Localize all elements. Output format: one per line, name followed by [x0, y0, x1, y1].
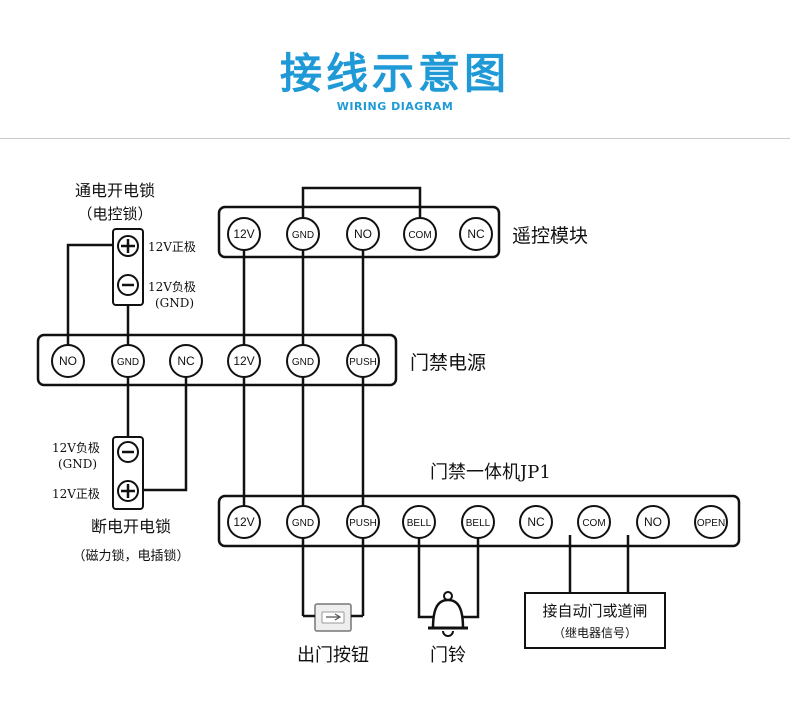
- auto-door-label: 接自动门或道闸: [542, 602, 647, 620]
- jp1-terminal-no: NO: [636, 505, 670, 539]
- top-lock-title: 通电开电锁: [75, 181, 155, 200]
- svg-text:NO: NO: [354, 227, 372, 241]
- jp1-terminal-nc: NC: [519, 505, 553, 539]
- wire-exit-button: [301, 535, 365, 616]
- top-lock-pos-label: 12V正极: [148, 240, 196, 254]
- jp1-label: 门禁一体机JP1: [430, 462, 551, 483]
- remote-terminal-nc: NC: [459, 217, 493, 251]
- wire-auto-door: [568, 535, 630, 593]
- auto-door-sublabel: （继电器信号）: [553, 626, 637, 640]
- jp1-terminal-push: PUSH: [346, 505, 380, 539]
- svg-text:PUSH: PUSH: [349, 518, 377, 529]
- top-lock-plus-icon: [117, 235, 139, 257]
- bottom-lock-plus-icon: [117, 480, 139, 502]
- svg-text:GND: GND: [292, 518, 314, 529]
- top-lock-neg-label: 12V负极: [148, 280, 196, 294]
- bell-icon: [428, 591, 468, 637]
- power-terminal-no: NO: [51, 344, 85, 378]
- wire-top-lock-plus: [66, 243, 113, 349]
- remote-terminal-12v: 12V: [227, 217, 261, 251]
- exit-button-label: 出门按钮: [297, 645, 369, 666]
- jp1-terminal-com: COM: [577, 505, 611, 539]
- svg-text:COM: COM: [408, 230, 431, 241]
- remote-terminal-com: COM: [403, 217, 437, 251]
- remote-module-label: 遥控模块: [512, 225, 588, 247]
- svg-text:PUSH: PUSH: [349, 357, 377, 368]
- svg-text:GND: GND: [117, 357, 139, 368]
- svg-text:NC: NC: [177, 354, 195, 368]
- svg-text:BELL: BELL: [466, 518, 491, 529]
- svg-text:GND: GND: [292, 357, 314, 368]
- svg-text:NC: NC: [467, 227, 485, 241]
- power-terminal-nc: NC: [169, 344, 203, 378]
- exit-button-icon: [314, 603, 352, 632]
- power-terminal-gnd-1: GND: [111, 344, 145, 378]
- svg-text:OPEN: OPEN: [697, 518, 725, 529]
- auto-door-box: [524, 592, 666, 649]
- access-power-box: [36, 333, 398, 387]
- jp1-terminal-bell-2: BELL: [461, 505, 495, 539]
- power-terminal-push: PUSH: [346, 344, 380, 378]
- power-terminal-gnd-2: GND: [286, 344, 320, 378]
- top-lock-gnd-label: (GND): [155, 296, 194, 310]
- svg-text:NC: NC: [527, 515, 545, 529]
- doorbell-label: 门铃: [430, 645, 466, 666]
- svg-text:GND: GND: [292, 230, 314, 241]
- svg-text:12V: 12V: [233, 227, 254, 241]
- page-title: 接线示意图: [279, 49, 510, 98]
- remote-module-box: [217, 205, 501, 259]
- jp1-terminal-gnd: GND: [286, 505, 320, 539]
- jp1-terminal-12v: 12V: [227, 505, 261, 539]
- power-terminal-12v: 12V: [227, 344, 261, 378]
- svg-text:12V: 12V: [233, 354, 254, 368]
- bottom-lock-pos-label: 12V正极: [52, 487, 100, 501]
- top-lock-minus-icon: [117, 274, 139, 296]
- bottom-lock-neg-label: 12V负极: [52, 441, 100, 455]
- remote-terminal-gnd: GND: [286, 217, 320, 251]
- svg-text:BELL: BELL: [407, 518, 432, 529]
- svg-text:NO: NO: [59, 354, 77, 368]
- bottom-lock-minus-icon: [117, 441, 139, 463]
- bottom-lock-gnd-label: (GND): [58, 457, 97, 471]
- remote-terminal-no: NO: [346, 217, 380, 251]
- bottom-lock-title: 断电开电锁: [91, 517, 171, 536]
- bottom-lock-subtitle: （磁力锁，电插锁）: [72, 548, 189, 564]
- divider: [0, 138, 790, 139]
- jp1-terminal-bell-1: BELL: [402, 505, 436, 539]
- page-subtitle: WIRING DIAGRAM: [336, 100, 454, 113]
- top-lock-subtitle: （电控锁）: [77, 205, 152, 223]
- svg-text:12V: 12V: [233, 515, 254, 529]
- wire-bell: [417, 535, 480, 619]
- jp1-terminal-open: OPEN: [694, 505, 728, 539]
- wire-bottom-lock-plus: [142, 373, 188, 492]
- svg-text:COM: COM: [582, 518, 605, 529]
- access-power-label: 门禁电源: [410, 352, 486, 374]
- wire-remote-gnd-com: [301, 186, 422, 221]
- svg-text:NO: NO: [644, 515, 662, 529]
